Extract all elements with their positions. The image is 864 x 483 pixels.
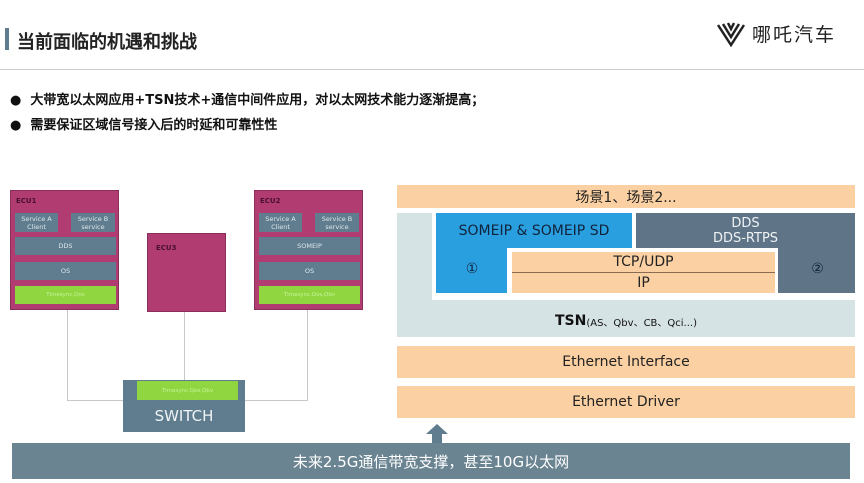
ecu3-label: ECU3 (156, 244, 177, 252)
ip-layer: IP (512, 273, 775, 293)
ethernet-interface-layer: Ethernet Interface (397, 346, 855, 378)
tsn-layer: TSN(AS、Qbv、CB、Qci...) (397, 307, 855, 335)
ecu1-service-b: Service B service (71, 213, 115, 232)
bullet-text: 大带宽以太网应用+TSN技术+通信中间件应用，对以太网技术能力逐渐提高； (30, 93, 485, 108)
bullet-list: ● 大带宽以太网应用+TSN技术+通信中间件应用，对以太网技术能力逐渐提高； ●… (10, 88, 484, 138)
dds-number: ② (811, 261, 824, 277)
page-title: 当前面临的机遇和挑战 (17, 32, 197, 53)
header-divider (0, 69, 864, 70)
ecu2-someip: SOMEIP (259, 237, 360, 255)
scenarios-layer: 场景1、场景2... (397, 185, 855, 208)
tsn-label: TSN (554, 313, 587, 329)
switch-tsn: Timesync,Qos,Qbv (137, 381, 238, 400)
ecu1-os: OS (15, 262, 116, 280)
logo-text: 哪吒汽车 (752, 24, 837, 46)
bullet-text: 需要保证区域信号接入后的时延和可靠性性 (30, 118, 278, 133)
bandwidth-banner: 未来2.5G通信带宽支撑，甚至10G以太网 (12, 443, 850, 479)
bullet-item: ● 大带宽以太网应用+TSN技术+通信中间件应用，对以太网技术能力逐渐提高； (10, 93, 485, 108)
ecu2-os: OS (259, 262, 360, 280)
tcp-udp-layer: TCP/UDP (512, 252, 775, 273)
ecu1-dds: DDS (15, 237, 116, 255)
ecu3-box: ECU3 (147, 233, 226, 312)
ecu2-box: ECU2 Service A Client Service B service … (254, 190, 363, 310)
ecu1-box: ECU1 Service A Client Service B service … (10, 190, 119, 310)
title-accent-bar (5, 28, 9, 50)
ecu2-tsn: Timesync,Qos,Qbv (259, 286, 360, 304)
tsn-detail: (AS、Qbv、CB、Qci...) (586, 317, 697, 329)
logo: 哪吒汽车 (716, 20, 836, 47)
switch-label: SWITCH (154, 407, 214, 425)
ethernet-driver-layer: Ethernet Driver (397, 386, 855, 418)
bullet-item: ● 需要保证区域信号接入后的时延和可靠性性 (10, 118, 278, 133)
ecu2-label: ECU2 (260, 197, 281, 205)
logo-icon (716, 21, 746, 47)
link-ecu2-h (245, 400, 308, 401)
link-ecu3 (184, 311, 185, 381)
dds-labels: DDS DDS-RTPS (636, 216, 855, 246)
dds-rtps-label: DDS-RTPS (712, 231, 779, 246)
link-ecu2 (307, 309, 308, 401)
ecu1-tsn: Timesync,Qos (15, 286, 116, 304)
dds-label: DDS (731, 216, 760, 231)
link-ecu1 (67, 309, 68, 401)
ecu2-service-b: Service B service (315, 213, 359, 232)
arrow-up-icon (426, 424, 448, 444)
someip-number: ① (465, 261, 479, 277)
ecu1-service-a: Service A Client (15, 213, 58, 232)
ecu1-label: ECU1 (16, 197, 37, 205)
switch-box: Timesync,Qos,Qbv SWITCH (123, 380, 245, 432)
ecu2-service-a: Service A Client (259, 213, 302, 232)
link-ecu1-h (67, 400, 124, 401)
someip-label: SOMEIP & SOMEIP SD (458, 223, 610, 239)
